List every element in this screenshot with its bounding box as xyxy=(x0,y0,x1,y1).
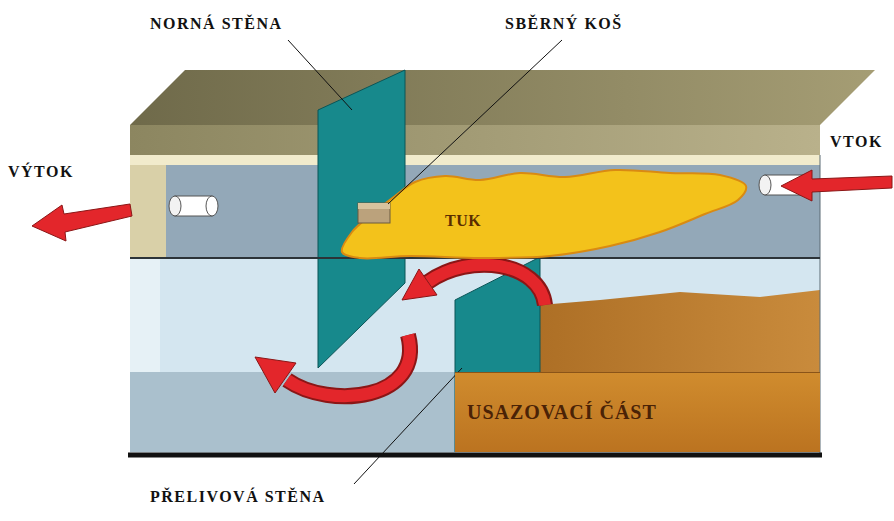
fat-blob-outline xyxy=(338,168,762,263)
collection-basket-top xyxy=(358,203,390,209)
leader-line xyxy=(354,368,462,484)
part-label: SBĚRNÝ KOŠ xyxy=(505,14,623,34)
outlet-pipe xyxy=(169,196,218,216)
node-text: TUK xyxy=(445,212,762,230)
upper-side-wall xyxy=(130,165,166,258)
flow-label: VÝTOK xyxy=(8,162,74,182)
lid-front xyxy=(130,125,820,155)
part-label: NORNÁ STĚNA xyxy=(150,14,283,34)
leader-line xyxy=(288,40,352,110)
lower-chamber xyxy=(130,258,820,455)
node-text: USAZOVACÍ ČÁST xyxy=(467,401,657,424)
flow-arrow xyxy=(402,265,545,305)
label-text: PŘELIVOVÁ STĚNA xyxy=(150,487,326,507)
flow-arrow xyxy=(255,335,410,396)
upper-chamber xyxy=(130,165,820,258)
collection-basket xyxy=(358,203,390,223)
label-text: VTOK xyxy=(830,132,883,152)
outflow-arrow xyxy=(32,204,132,241)
label-text: VÝTOK xyxy=(8,162,74,182)
inflow-arrow xyxy=(781,170,892,201)
label-text: NORNÁ STĚNA xyxy=(150,14,283,34)
lid-top xyxy=(130,70,875,125)
leader-line xyxy=(388,40,562,204)
label-text: SBĚRNÝ KOŠ xyxy=(505,14,623,34)
fat-layer: TUK xyxy=(338,168,762,263)
part-label: PŘELIVOVÁ STĚNA xyxy=(150,487,326,507)
fat-layer-shape xyxy=(342,170,747,259)
flow-label: VTOK xyxy=(830,132,883,152)
base-line xyxy=(128,453,822,458)
rim xyxy=(130,155,820,165)
sediment-zone: USAZOVACÍ ČÁST xyxy=(455,372,820,452)
